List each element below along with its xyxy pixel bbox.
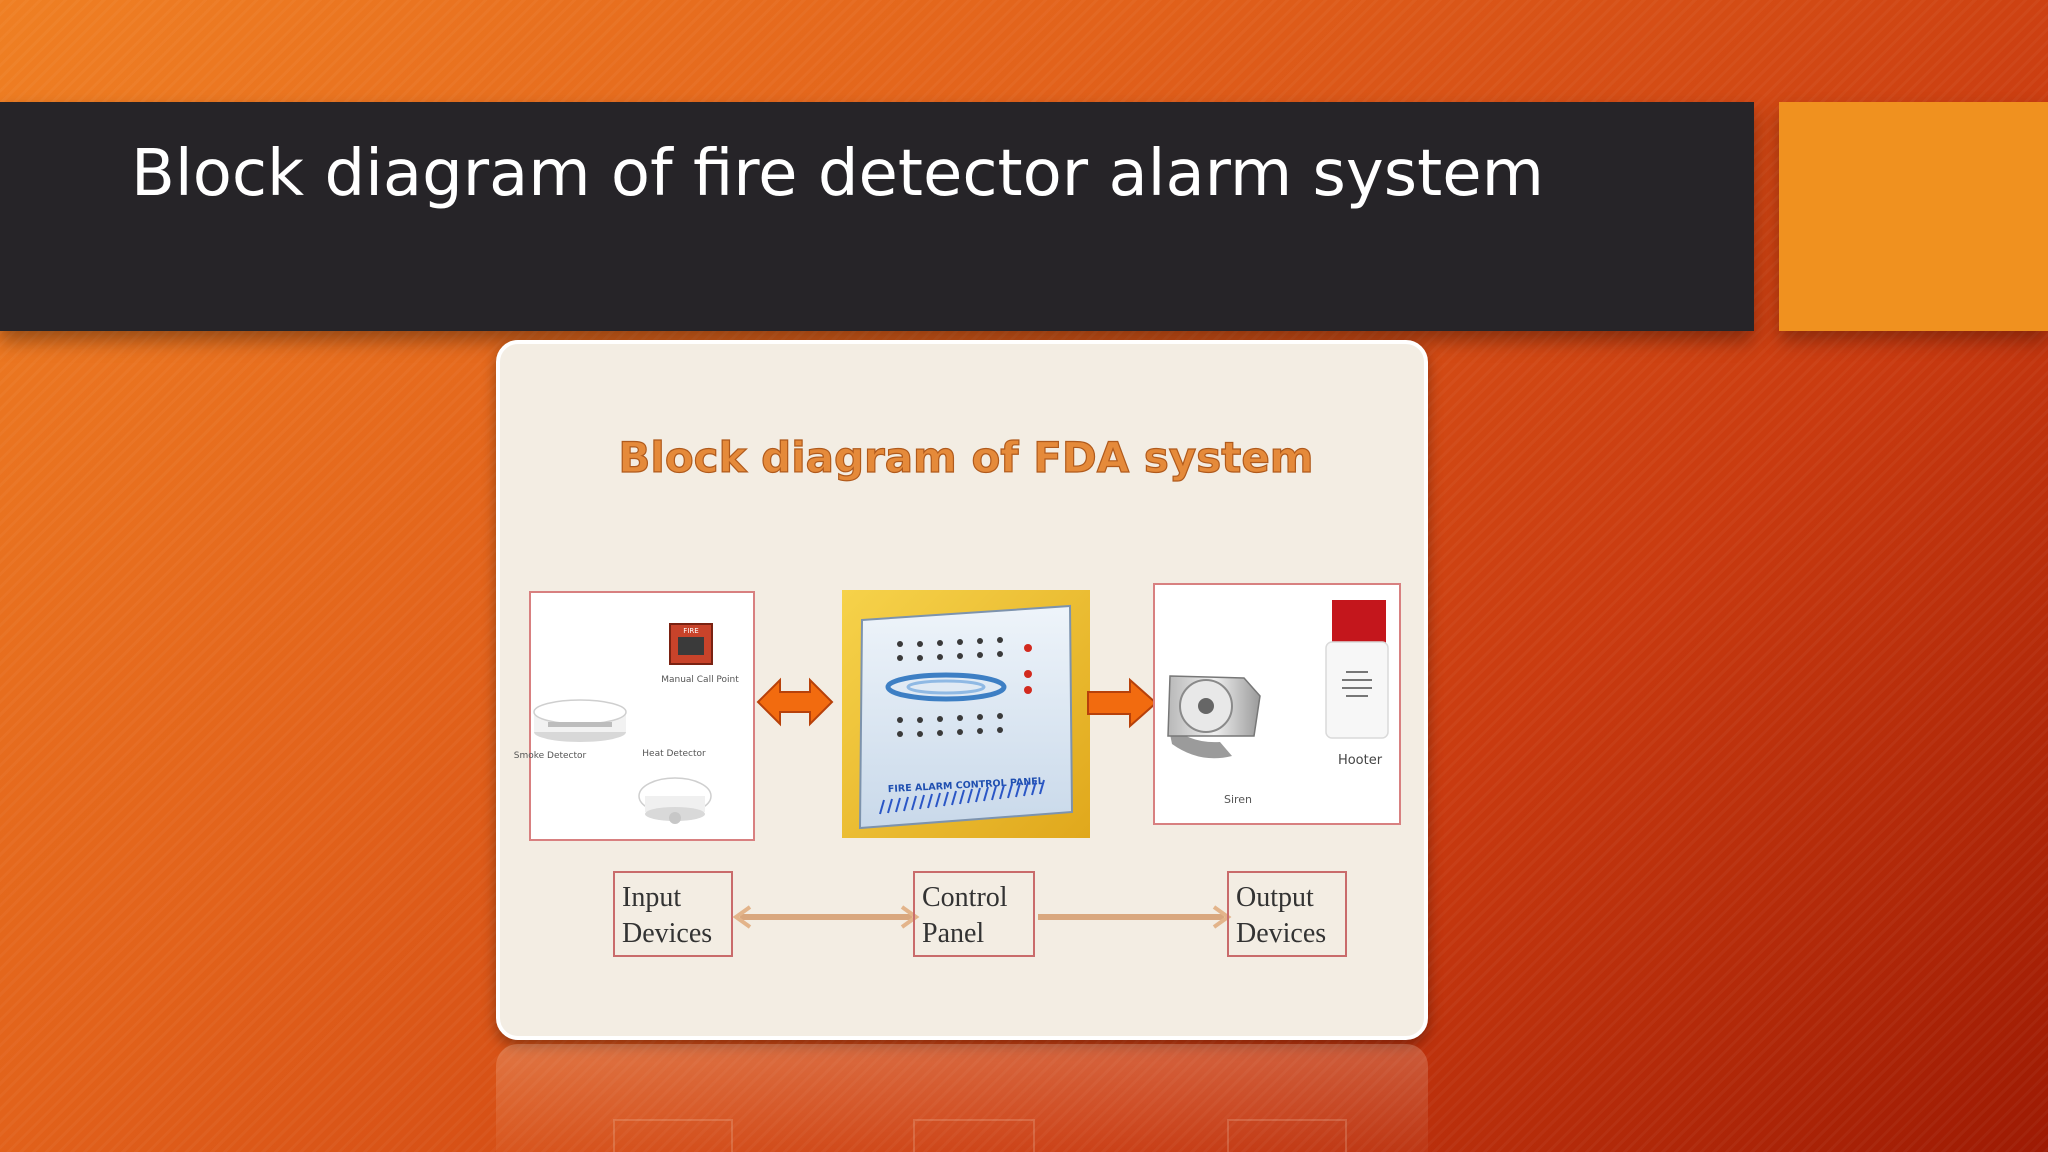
block-control-panel: Control Panel (913, 871, 1035, 957)
slide-title: Block diagram of fire detector alarm sys… (131, 137, 1544, 211)
input-panel-double-arrow (756, 677, 834, 727)
reflection-canvas (613, 1119, 1347, 1152)
control-panel-image: FIRE ALARM CONTROL PANEL (842, 590, 1090, 838)
block-control-line1: Control (922, 882, 1008, 913)
picture-reflection (496, 1044, 1428, 1152)
control-output-connector (1038, 905, 1232, 929)
fire-sign-label: FIRE (683, 627, 698, 635)
block-control-line2: Panel (922, 918, 984, 949)
siren-icon (1167, 675, 1261, 759)
block-input-line1: Input (622, 882, 681, 913)
block-output-line1: Output (1236, 882, 1314, 913)
block-input-line2: Devices (622, 918, 712, 949)
output-devices-image: Siren Hooter (1153, 583, 1401, 825)
manual-call-point-label: Manual Call Point (661, 675, 739, 685)
block-output-devices: Output Devices (1227, 871, 1347, 957)
diagram-picture: Block diagram of FDA system FIRE Manual … (496, 340, 1428, 1040)
panel-output-arrow (1087, 677, 1158, 729)
smoke-detector-icon (533, 699, 627, 742)
heat-detector-label: Heat Detector (642, 749, 706, 759)
hooter-label: Hooter (1338, 753, 1383, 768)
input-control-connector (732, 905, 920, 929)
siren-label: Siren (1224, 793, 1252, 806)
heat-detector-icon (638, 777, 712, 824)
diagram-heading: Block diagram of FDA system (618, 433, 1313, 482)
diagram-canvas: Block diagram of FDA system FIRE Manual … (514, 432, 1401, 957)
manual-call-point-icon: FIRE (669, 623, 713, 665)
block-input-devices: Input Devices (613, 871, 733, 957)
accent-square (1779, 102, 2048, 331)
title-bar (0, 102, 1754, 331)
smoke-detector-label: Smoke Detector (514, 751, 587, 761)
block-output-line2: Devices (1236, 918, 1326, 949)
input-devices-image: FIRE Manual Call Point Smoke Detector He… (514, 591, 755, 841)
hooter-icon (1325, 600, 1389, 739)
